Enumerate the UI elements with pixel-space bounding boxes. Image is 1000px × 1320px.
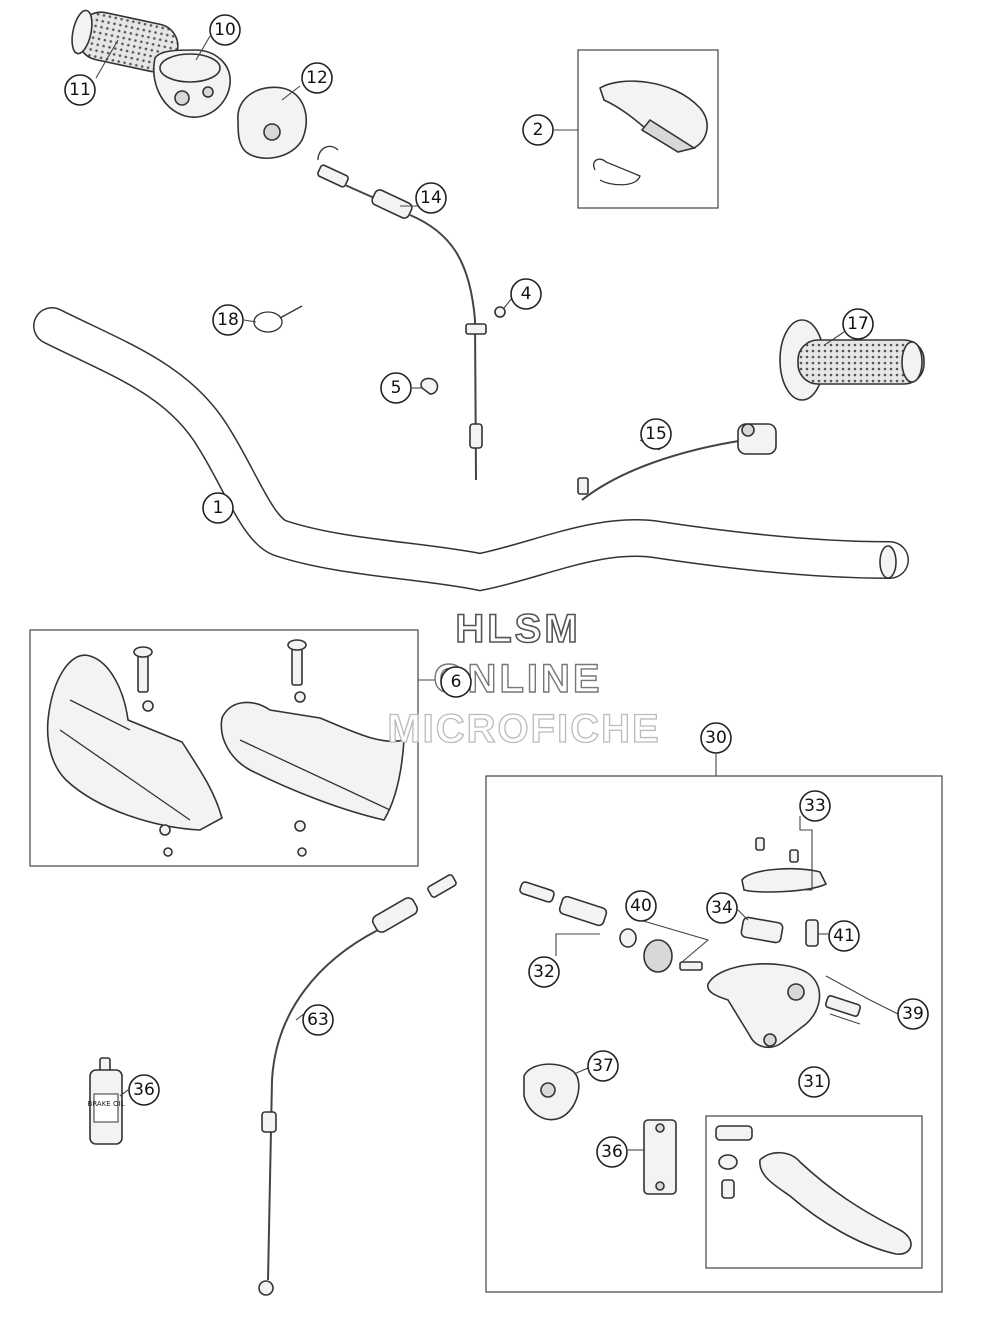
svg-text:39: 39	[902, 1004, 924, 1024]
svg-text:34: 34	[711, 898, 733, 918]
callout-5: 5	[380, 372, 412, 404]
svg-text:63: 63	[307, 1010, 329, 1030]
callout-15: 15	[640, 418, 672, 450]
callout-63: 63	[302, 1004, 334, 1036]
callout-30: 30	[700, 722, 732, 754]
svg-text:17: 17	[847, 314, 869, 334]
svg-text:41: 41	[833, 926, 855, 946]
svg-text:37: 37	[592, 1056, 614, 1076]
callout-12: 12	[301, 62, 333, 94]
callout-37: 37	[587, 1050, 619, 1082]
svg-text:40: 40	[630, 896, 652, 916]
svg-text:1: 1	[213, 498, 224, 518]
callout-18: 18	[212, 304, 244, 336]
watermark-line-3: MICROFICHE	[387, 707, 660, 751]
callout-11: 11	[64, 74, 96, 106]
watermark: HLSM ONLINE MICROFICHE	[387, 606, 660, 751]
callout-6: 6	[440, 666, 472, 698]
callout-14: 14	[415, 182, 447, 214]
callout-17: 17	[842, 308, 874, 340]
svg-text:31: 31	[803, 1072, 825, 1092]
callout-2: 2	[522, 114, 554, 146]
cable-tie	[253, 305, 303, 333]
svg-text:4: 4	[521, 284, 532, 304]
watermark-line-1: HLSM	[455, 607, 580, 651]
throttle-grip	[71, 9, 179, 73]
callout-40: 40	[625, 890, 657, 922]
callout-33: 33	[799, 790, 831, 822]
svg-text:32: 32	[533, 962, 555, 982]
callout-39: 39	[897, 998, 929, 1030]
choke-cable	[577, 423, 777, 501]
callout-41: 41	[828, 920, 860, 952]
throttle-cover	[237, 86, 307, 160]
callout-34: 34	[706, 892, 738, 924]
cable-clip	[420, 377, 439, 395]
svg-text:2: 2	[533, 120, 544, 140]
svg-text:15: 15	[645, 424, 667, 444]
svg-text:5: 5	[391, 378, 402, 398]
left-grip	[779, 319, 925, 401]
handlebar	[33, 307, 909, 592]
svg-text:10: 10	[214, 20, 236, 40]
svg-text:6: 6	[451, 672, 462, 692]
brake-oil-bottle: BRAKE OIL	[88, 1057, 125, 1145]
throttle-housing	[153, 49, 231, 118]
callout-4: 4	[510, 278, 542, 310]
svg-text:18: 18	[217, 310, 239, 330]
svg-text:36: 36	[133, 1080, 155, 1100]
callout-36-bracket: 36	[596, 1136, 628, 1168]
cable-nut	[494, 306, 506, 318]
svg-text:14: 14	[420, 188, 442, 208]
svg-text:11: 11	[69, 80, 91, 100]
svg-text:36: 36	[601, 1142, 623, 1162]
callout-32: 32	[528, 956, 560, 988]
callout-36-bottle: 36	[128, 1074, 160, 1106]
master-cylinder-box	[485, 775, 943, 1293]
svg-text:33: 33	[804, 796, 826, 816]
callout-1: 1	[202, 492, 234, 524]
svg-text:12: 12	[306, 68, 328, 88]
callout-31: 31	[798, 1066, 830, 1098]
throttle-cable	[317, 145, 487, 481]
fitting-kit-box	[577, 49, 719, 209]
callout-10: 10	[209, 14, 241, 46]
svg-text:30: 30	[705, 728, 727, 748]
bottle-label: BRAKE OIL	[88, 1100, 125, 1108]
hand-guard-box	[29, 629, 419, 867]
clutch-cable	[258, 874, 457, 1296]
